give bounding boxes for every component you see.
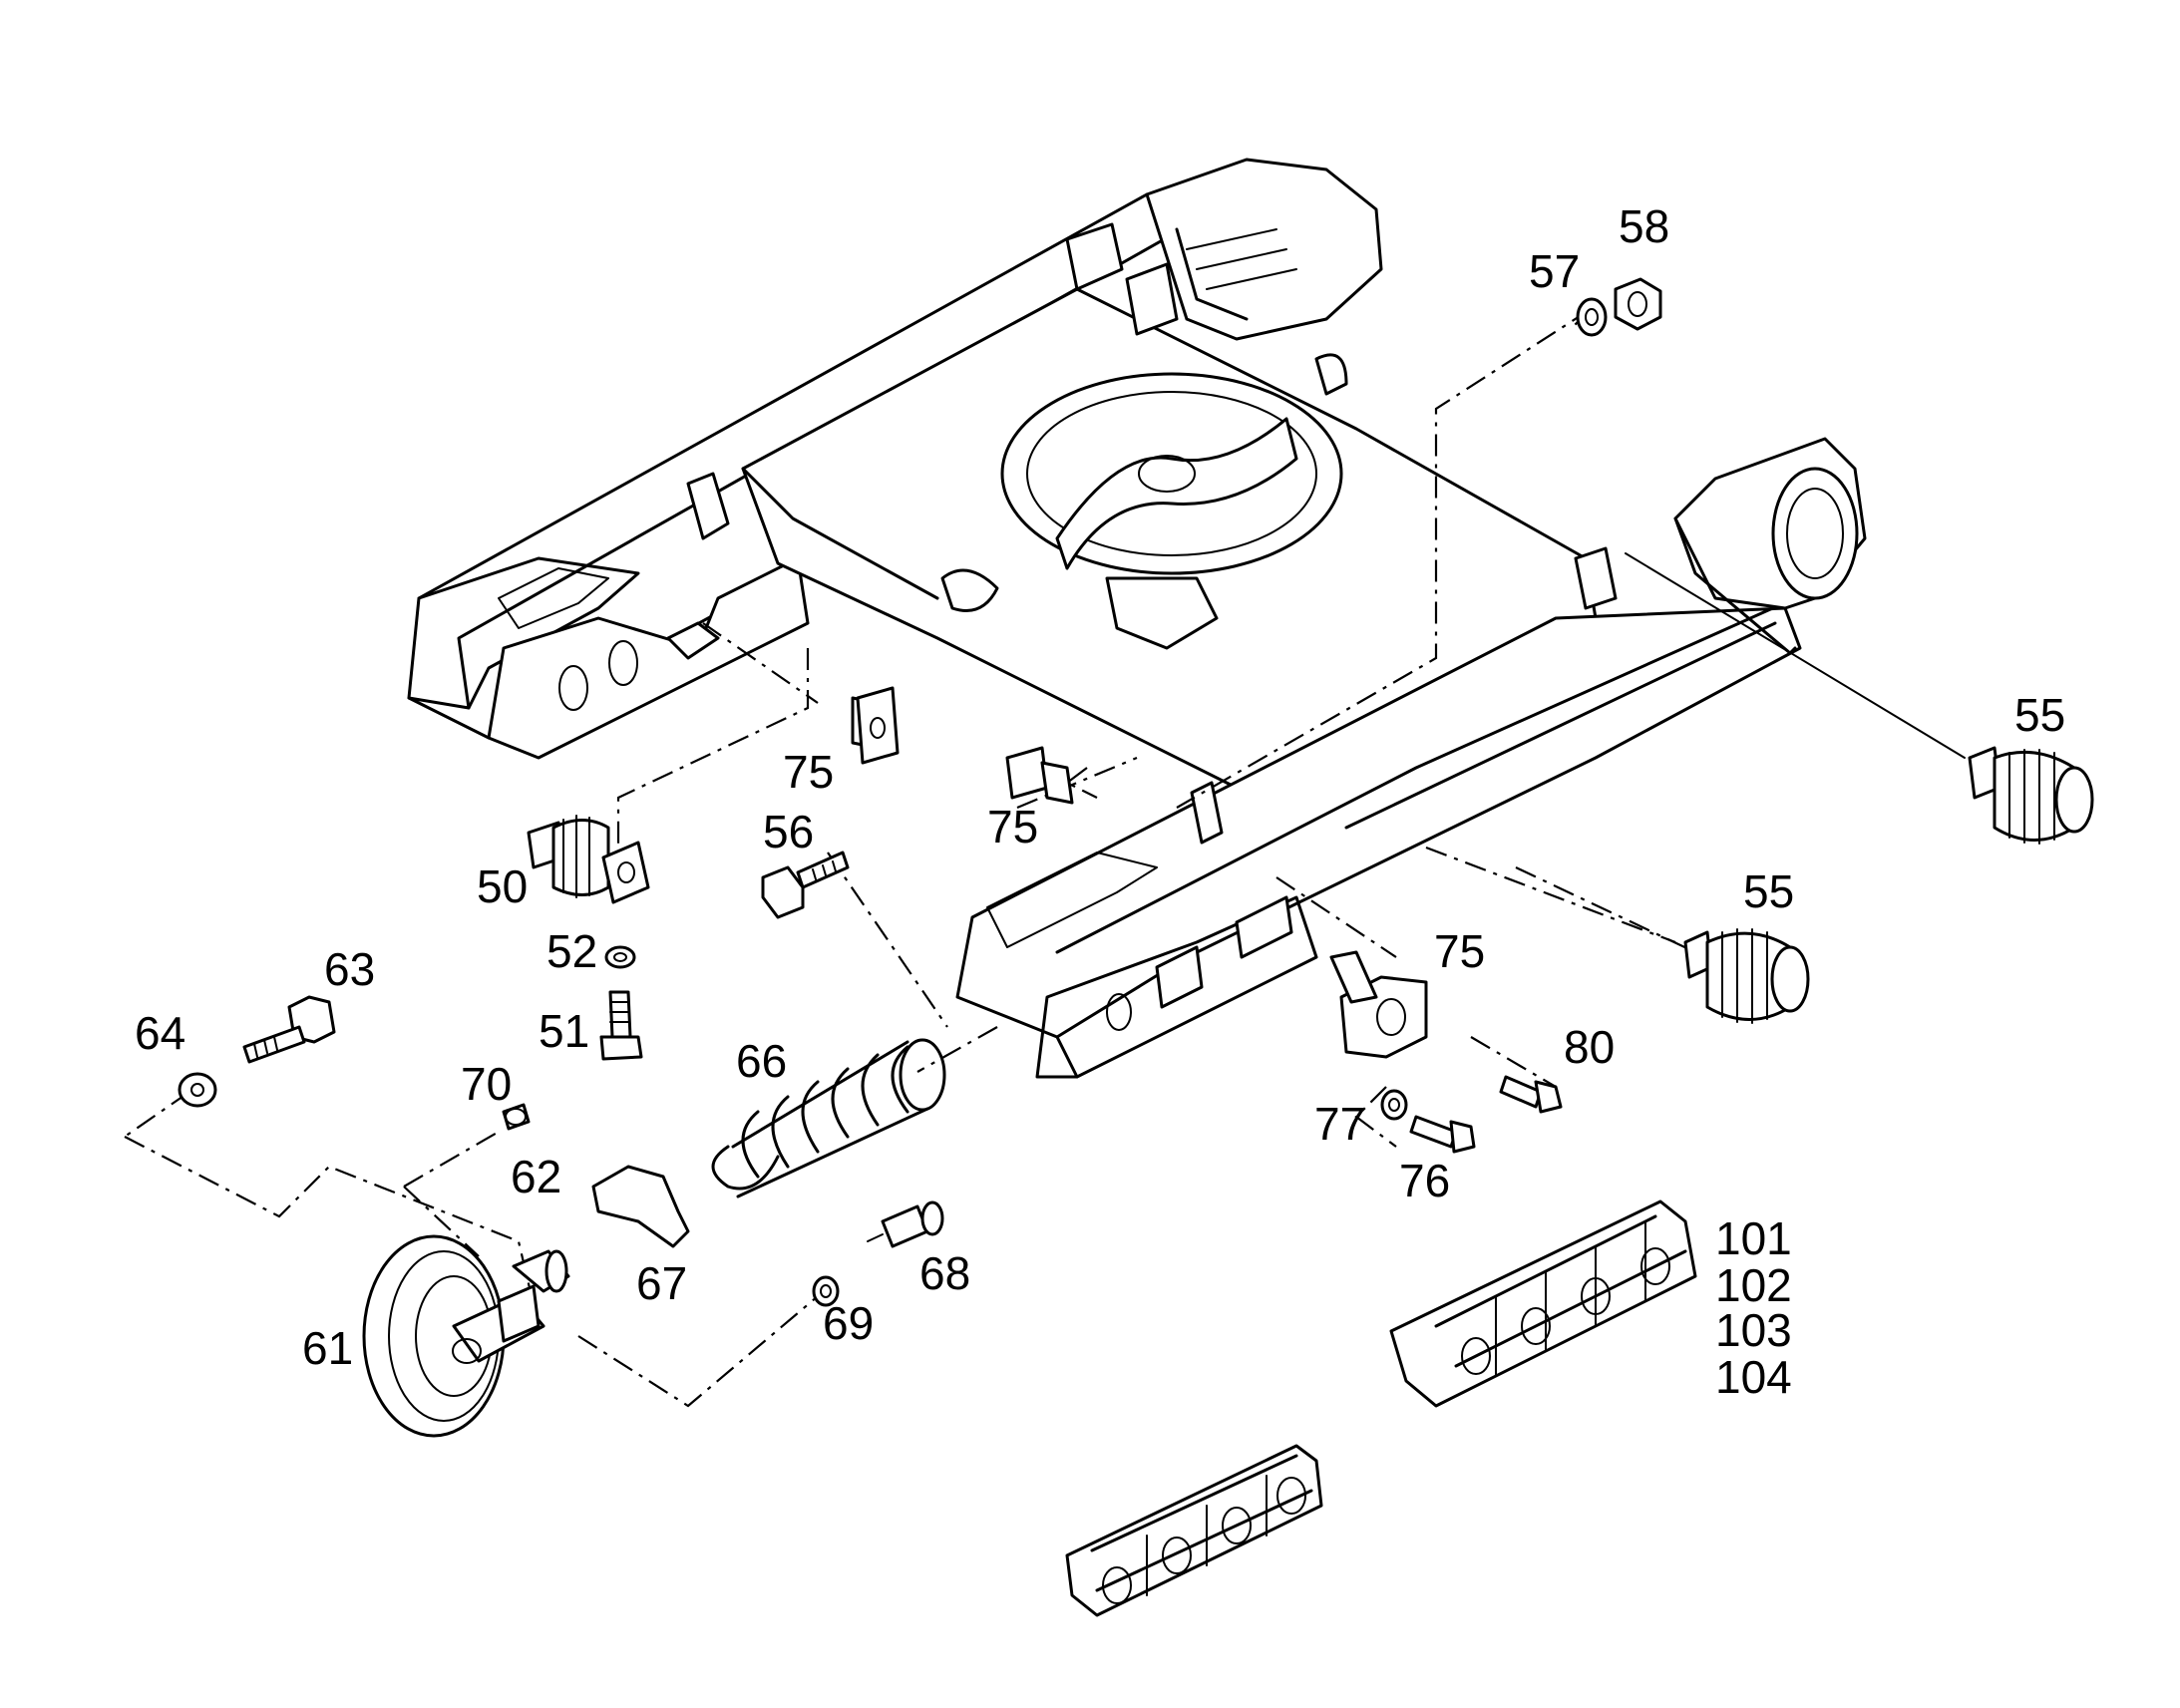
bracket-75-left [851,686,900,765]
callout-80: 80 [1564,1021,1615,1073]
callout-52: 52 [546,925,597,977]
plug-70 [502,1103,531,1131]
callout-57: 57 [1529,245,1580,297]
callout-55-lower: 55 [1743,865,1794,917]
callout-58: 58 [1619,200,1669,252]
washer-77 [1380,1089,1408,1121]
callout-75-right: 75 [1434,925,1485,977]
bracket-75-middle [1005,746,1074,805]
track-frame-assembly [407,158,1867,1079]
callout-51: 51 [539,1005,589,1057]
idler-wheel-61 [362,1234,545,1438]
bolt-56 [761,851,850,919]
nut-58 [1614,277,1662,331]
carrier-roller-55-lower [1683,928,1810,1024]
washer-69 [812,1275,840,1307]
bolt-63 [242,995,336,1064]
callout-55-upper: 55 [2014,689,2065,741]
washer-52 [604,945,636,969]
callout-75-left: 75 [783,746,834,798]
callout-56: 56 [763,806,814,857]
guide-67 [591,1165,690,1248]
callout-61: 61 [302,1322,353,1374]
callout-76: 76 [1399,1155,1450,1206]
callout-66: 66 [736,1035,787,1087]
washer-57 [1576,297,1608,337]
track-chain [1065,1444,1323,1617]
bolt-80 [1499,1075,1563,1114]
callout-75-middle: 75 [987,801,1038,853]
callout-50: 50 [477,860,528,912]
callout-77: 77 [1314,1098,1365,1150]
bracket-75-right [1329,950,1428,1059]
track-shoe-chain [1389,1199,1697,1408]
fitting-68 [867,1200,944,1248]
callout-70: 70 [461,1058,512,1110]
bolt-76 [1409,1115,1476,1154]
callout-69: 69 [823,1297,874,1349]
axle-62 [512,1249,570,1293]
callout-102: 102 [1715,1259,1792,1311]
callout-104: 104 [1715,1351,1792,1403]
callout-67: 67 [636,1257,687,1309]
callout-68: 68 [919,1247,970,1299]
callout-62: 62 [511,1151,561,1202]
cylinder-50 [527,815,650,904]
bolt-51 [599,990,643,1061]
leader-lines [124,308,1966,1408]
spring-66 [711,1038,946,1198]
washer-64 [178,1072,217,1108]
carrier-roller-55-upper [1968,746,2094,845]
callout-101: 101 [1715,1212,1792,1264]
callout-103: 103 [1715,1304,1792,1356]
callout-63: 63 [324,943,375,995]
callout-labels: 57 58 55 75 75 56 50 55 75 63 52 64 51 6… [135,200,2065,1403]
callout-64: 64 [135,1007,185,1059]
